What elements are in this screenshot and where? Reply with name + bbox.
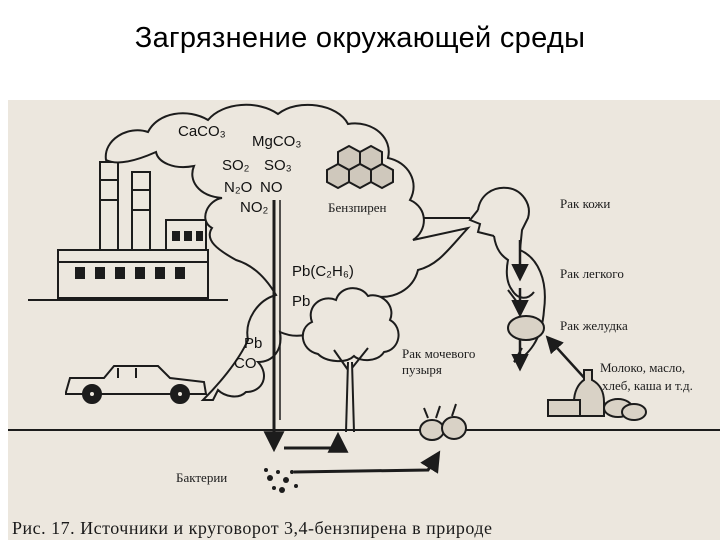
vegetables-icon — [419, 403, 467, 441]
chem-co: CO — [234, 355, 257, 372]
benzpyrene-molecule-icon — [326, 144, 394, 190]
chem-pb: Pb — [292, 293, 310, 310]
human-figure — [468, 186, 546, 363]
chem-mgco3: MgCO₃ — [252, 133, 301, 150]
car-icon — [65, 365, 208, 404]
food-label-1: Молоко, масло, — [600, 360, 685, 375]
soil-arrow-plant — [293, 450, 441, 474]
tree-icon — [302, 287, 400, 433]
bacteria-icon — [264, 468, 298, 493]
food-icon — [547, 369, 647, 421]
stomach-cancer-label: Рак желудка — [560, 318, 628, 333]
diagram-scan: Бензпирен CaCO₃ MgCO₃ SO₂ SO₃ N₂O NO NO₂… — [8, 100, 720, 540]
food-label-2: хлеб, каша и т.д. — [602, 378, 693, 393]
chem-caco3: CaCO₃ — [178, 123, 226, 140]
chem-pb-2: Pb — [244, 335, 262, 352]
chem-so2: SO₂ — [222, 157, 250, 174]
skin-cancer-label: Рак кожи — [560, 196, 610, 211]
chem-n2o: N₂O — [224, 179, 252, 196]
arrow-from-food — [545, 335, 589, 383]
page-title: Загрязнение окружающей среды — [134, 22, 586, 54]
soil-arrow-up — [284, 431, 349, 453]
factory — [28, 161, 228, 301]
chem-no2: NO₂ — [240, 199, 269, 216]
lung-cancer-label: Рак легкого — [560, 266, 624, 281]
chem-no: NO — [260, 179, 283, 196]
benzpyrene-label: Бензпирен — [328, 200, 387, 215]
chem-pb-c2h6: Pb(C₂H₆) — [292, 263, 354, 280]
bladder-cancer-label-1: Рак мочевого — [402, 346, 475, 361]
diagram-canvas: Бензпирен CaCO₃ MgCO₃ SO₂ SO₃ N₂O NO NO₂… — [8, 103, 720, 493]
figure-caption: Рис. 17. Источники и круговорот 3,4-бенз… — [12, 518, 493, 538]
bacteria-label: Бактерии — [176, 470, 227, 485]
chem-so3: SO₃ — [264, 157, 292, 174]
bladder-cancer-label-2: пузыря — [402, 362, 442, 377]
